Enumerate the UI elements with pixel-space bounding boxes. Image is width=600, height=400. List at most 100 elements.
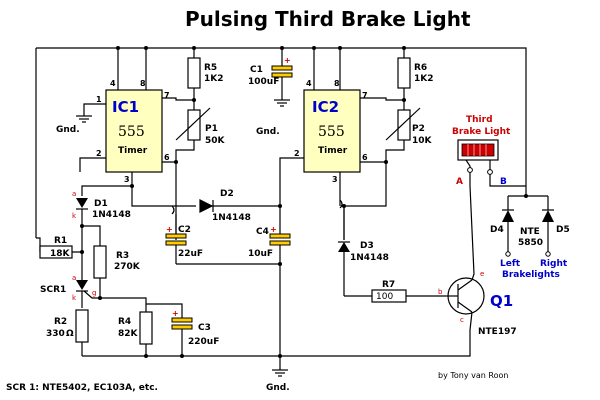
d2-name: D2 <box>220 189 234 199</box>
svg-text:+: + <box>284 56 291 65</box>
svg-text:+: + <box>270 225 277 234</box>
c2-name: C2 <box>178 225 191 235</box>
p2-value: 10K <box>412 136 433 146</box>
left-label: Left <box>500 259 521 269</box>
svg-text:+: + <box>166 225 173 234</box>
r2-ohm: Ω <box>66 329 74 339</box>
q1-base-label: b <box>438 288 443 296</box>
c1-capacitor: + C1 100uF Gnd. <box>248 48 293 137</box>
r1-name: R1 <box>54 236 67 246</box>
ic2-pin4: 4 <box>306 79 312 88</box>
r3-resistor: R3 270K <box>93 245 141 298</box>
ic2-label: IC2 <box>312 98 339 116</box>
ic1-pin4: 4 <box>110 79 116 88</box>
d1-cathode-label: k <box>72 212 77 220</box>
d2-diode: D2 1N4148 <box>199 189 280 223</box>
q1-emitter-label: e <box>480 270 484 278</box>
ic1-gnd-label: Gnd. <box>56 125 80 135</box>
p1-value: 50K <box>205 136 226 146</box>
r4-value: 82K <box>118 329 139 339</box>
ic1-pin3: 3 <box>124 175 130 184</box>
scr1-anode-label: a <box>72 274 76 282</box>
q1-value: NTE197 <box>478 327 517 337</box>
r1-resistor: R1 18K <box>36 226 83 259</box>
r5-name: R5 <box>204 63 217 73</box>
c4-name: C4 <box>256 227 269 237</box>
scr1-gate-label: g <box>92 289 96 297</box>
ic2-pin7: 7 <box>362 91 368 100</box>
p1-potentiometer: P1 50K <box>175 100 226 162</box>
r7-name: R7 <box>382 280 395 290</box>
ic2-pin3: 3 <box>332 175 338 184</box>
d4-diode: D4 <box>490 196 514 257</box>
ic2-type: 555 <box>318 124 345 140</box>
q1-name: Q1 <box>490 292 513 310</box>
scr1-cathode-label: k <box>72 294 77 302</box>
main-gnd-label: Gnd. <box>266 383 290 393</box>
d5-diode: D5 <box>542 196 570 257</box>
ic1-type: 555 <box>118 124 145 140</box>
svg-text:+: + <box>172 309 179 318</box>
ic1-pin1: 1 <box>96 95 102 104</box>
node-b-label: B <box>500 177 507 187</box>
r6-name: R6 <box>414 63 427 73</box>
ic1-pin2: 2 <box>96 149 102 158</box>
p2-potentiometer: P2 10K <box>385 100 433 162</box>
q1-transistor: b e c Q1 NTE197 <box>438 185 517 337</box>
c3-capacitor: + C3 220uF <box>171 309 219 356</box>
d1-diode: a k D1 1N4148 <box>72 190 131 226</box>
d1-name: D1 <box>94 199 108 209</box>
r2-resistor: R2 330 Ω <box>46 309 89 356</box>
footer-note: SCR 1: NTE5402, EC103A, etc. <box>6 383 158 393</box>
nte-name: NTE <box>520 227 540 237</box>
nte-value: 5850 <box>518 238 543 248</box>
ic2-pin2: 2 <box>294 149 300 158</box>
r4-resistor: R4 82K <box>118 311 153 356</box>
brake-light-label-1: Third <box>466 115 493 125</box>
r3-name: R3 <box>116 251 129 261</box>
ic1-chip: IC1 555 Timer 4 8 1 7 2 6 3 <box>96 48 170 184</box>
ic1-pin8: 8 <box>140 79 146 88</box>
c3-value: 220uF <box>188 337 219 347</box>
c3-name: C3 <box>198 323 211 333</box>
d1-value: 1N4148 <box>92 210 131 220</box>
c4-capacitor: + C4 10uF <box>248 206 291 370</box>
r3-value: 270K <box>114 262 141 272</box>
ic1-ground: Gnd. <box>56 103 106 135</box>
scr1-thyristor: SCR1 a k g <box>40 252 100 308</box>
p1-name: P1 <box>205 124 218 134</box>
r7-value: 100 <box>376 292 393 302</box>
ic1-label: IC1 <box>112 98 139 116</box>
ic2-chip: IC2 555 Timer 4 8 7 2 6 3 <box>294 48 368 184</box>
credit-note: by Tony van Roon <box>438 371 508 380</box>
r5-resistor: R5 1K2 <box>187 48 224 100</box>
r6-value: 1K2 <box>414 74 434 84</box>
p2-name: P2 <box>412 124 425 134</box>
c4-value: 10uF <box>248 249 273 259</box>
diagram-title: Pulsing Third Brake Light <box>185 7 471 31</box>
r1-value: 18K <box>50 249 71 259</box>
ic2-pin8: 8 <box>334 79 340 88</box>
r5-value: 1K2 <box>204 74 224 84</box>
d4-name: D4 <box>490 225 504 235</box>
ic2-sub: Timer <box>318 146 348 156</box>
ic2-pin6: 6 <box>362 153 368 162</box>
r6-resistor: R6 1K2 <box>397 48 434 100</box>
main-ground: Gnd. <box>266 369 290 393</box>
top-rail <box>35 46 527 238</box>
ic1-sub: Timer <box>118 146 148 156</box>
d3-name: D3 <box>360 241 374 251</box>
d1-anode-label: a <box>72 190 76 198</box>
r7-resistor: R7 100 <box>344 280 446 303</box>
brake-light-label-2: Brake Light <box>452 127 511 137</box>
q1-collector-label: c <box>460 316 464 324</box>
scr1-name: SCR1 <box>40 285 66 295</box>
ic1-pin7: 7 <box>164 91 170 100</box>
c2-value: 22uF <box>178 249 203 259</box>
r2-name: R2 <box>54 317 67 327</box>
brakelights-label: Brakelights <box>502 270 560 280</box>
r4-name: R4 <box>118 317 131 327</box>
d3-diode: D3 1N4148 <box>338 206 389 296</box>
ic1-pin6: 6 <box>164 153 170 162</box>
